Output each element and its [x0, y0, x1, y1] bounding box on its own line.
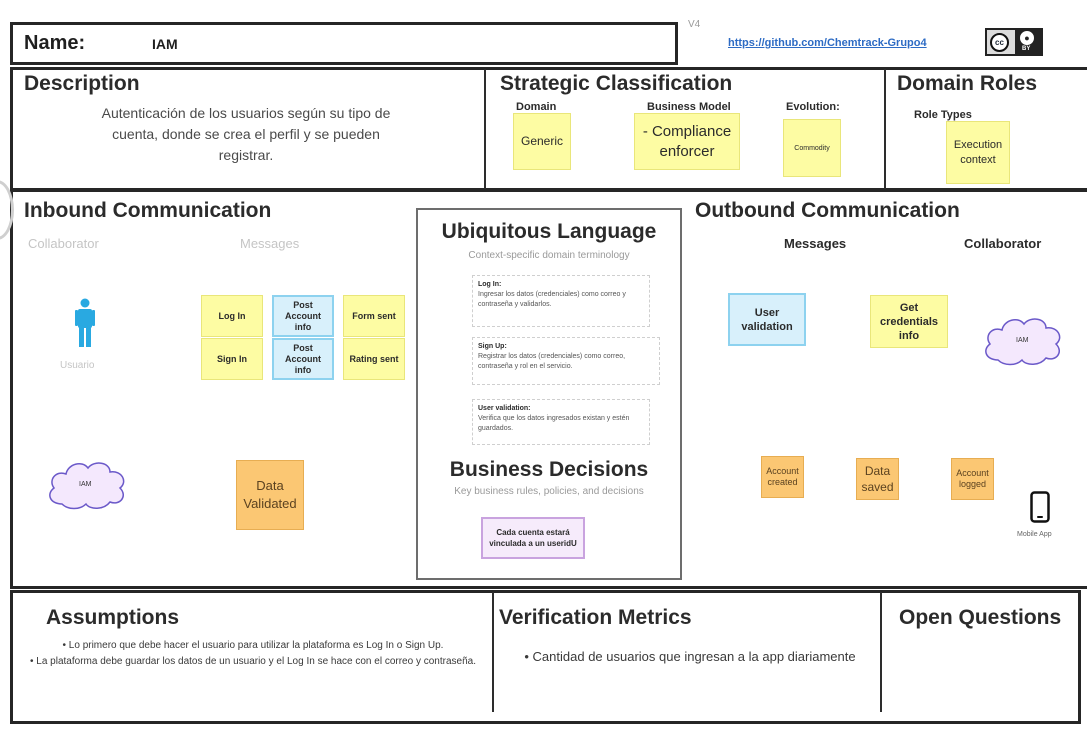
verification-title: Verification Metrics: [499, 606, 692, 629]
divider-assumptions: [492, 592, 494, 712]
outbound-title: Outbound Communication: [695, 199, 960, 222]
account-created-sticky: Account created: [761, 456, 804, 498]
description-text: Autenticación de los usuarios según su t…: [101, 105, 391, 163]
open-questions-title: Open Questions: [899, 606, 1062, 629]
ul-term-login: Log In:Ingresar los datos (credenciales)…: [472, 275, 650, 327]
iam-cloud-label-outbound: IAM: [1016, 337, 1029, 344]
divider-verification: [880, 592, 882, 712]
domain-label: Domain: [516, 101, 557, 113]
business-model-sticky: - Compliance enforcer: [634, 113, 740, 170]
mobile-app-label: Mobile App: [1017, 531, 1052, 538]
ul-term-signup: Sign Up:Registrar los datos (credenciale…: [472, 337, 660, 385]
repo-link[interactable]: https://github.com/Chemtrack-Grupo4: [728, 37, 927, 49]
cc-by-license-badge: cc ● BY: [985, 28, 1043, 56]
strategic-title: Strategic Classification: [500, 72, 733, 95]
inbound-collaborator-label: Collaborator: [28, 236, 99, 251]
description-title: Description: [24, 72, 140, 95]
divider-strategic: [884, 69, 886, 189]
outbound-collaborator-label: Collaborator: [964, 236, 1042, 251]
assumptions-list: • Lo primero que debe hacer el usuario p…: [28, 638, 478, 670]
user-validation-sticky: User validation: [728, 293, 806, 346]
user-person-icon: [75, 298, 95, 347]
assumption-item: • La plataforma debe guardar los datos d…: [29, 656, 476, 667]
name-value: IAM: [152, 36, 178, 52]
business-model-label: Business Model: [647, 101, 731, 113]
assumption-item: • Lo primero que debe hacer el usuario p…: [62, 640, 444, 651]
verification-item: • Cantidad de usuarios que ingresan a la…: [524, 649, 856, 664]
inbound-message-sticky: Post Account info: [272, 295, 334, 337]
iam-cloud-label-inbound: IAM: [79, 481, 92, 488]
business-decisions-title: Business Decisions: [449, 458, 649, 481]
assumptions-title: Assumptions: [46, 606, 180, 629]
iam-cloud-icon-outbound: [985, 318, 1061, 366]
ubiquitous-subtitle: Context-specific domain terminology: [468, 250, 630, 261]
ul-term-user-validation: User validation:Verifica que los datos i…: [472, 399, 650, 445]
inbound-message-sticky: Log In: [201, 295, 263, 337]
account-logged-sticky: Account logged: [951, 458, 994, 500]
evolution-sticky: Commodity: [783, 119, 841, 177]
evolution-label: Evolution:: [786, 101, 840, 113]
version-label: V4: [688, 19, 701, 30]
inbound-messages-label: Messages: [240, 236, 300, 251]
bottom-row-box: [10, 590, 1081, 724]
inbound-message-sticky: Rating sent: [343, 338, 405, 380]
data-saved-sticky: Data saved: [856, 458, 899, 500]
ubiquitous-title: Ubiquitous Language: [441, 220, 657, 243]
name-label: Name:: [24, 32, 86, 54]
inbound-message-sticky: Sign In: [201, 338, 263, 380]
by-person-icon: ●: [1020, 31, 1034, 45]
divider-description: [484, 69, 486, 189]
inbound-title: Inbound Communication: [24, 199, 272, 222]
role-sticky-execution-context: Execution context: [946, 121, 1010, 184]
cc-icon: cc: [990, 33, 1009, 52]
domain-sticky-generic: Generic: [513, 113, 571, 170]
business-decisions-subtitle: Key business rules, policies, and decisi…: [454, 486, 644, 497]
by-label: BY: [1022, 46, 1031, 52]
role-types-label: Role Types: [914, 109, 972, 121]
inbound-message-sticky: Form sent: [343, 295, 405, 337]
verification-list: • Cantidad de usuarios que ingresan a la…: [520, 647, 860, 667]
inbound-message-sticky: Post Account info: [272, 338, 334, 380]
get-credentials-sticky: Get credentials info: [870, 295, 948, 348]
domain-roles-title: Domain Roles: [897, 72, 1038, 95]
mobile-phone-icon: [1030, 491, 1050, 523]
iam-cloud-icon-inbound: [49, 462, 125, 510]
business-decision-sticky: Cada cuenta estará vinculada a un userid…: [481, 517, 585, 559]
user-label: Usuario: [60, 360, 95, 371]
data-validated-sticky: Data Validated: [236, 460, 304, 530]
header-name-box: [10, 22, 678, 65]
outbound-messages-label: Messages: [784, 236, 847, 251]
